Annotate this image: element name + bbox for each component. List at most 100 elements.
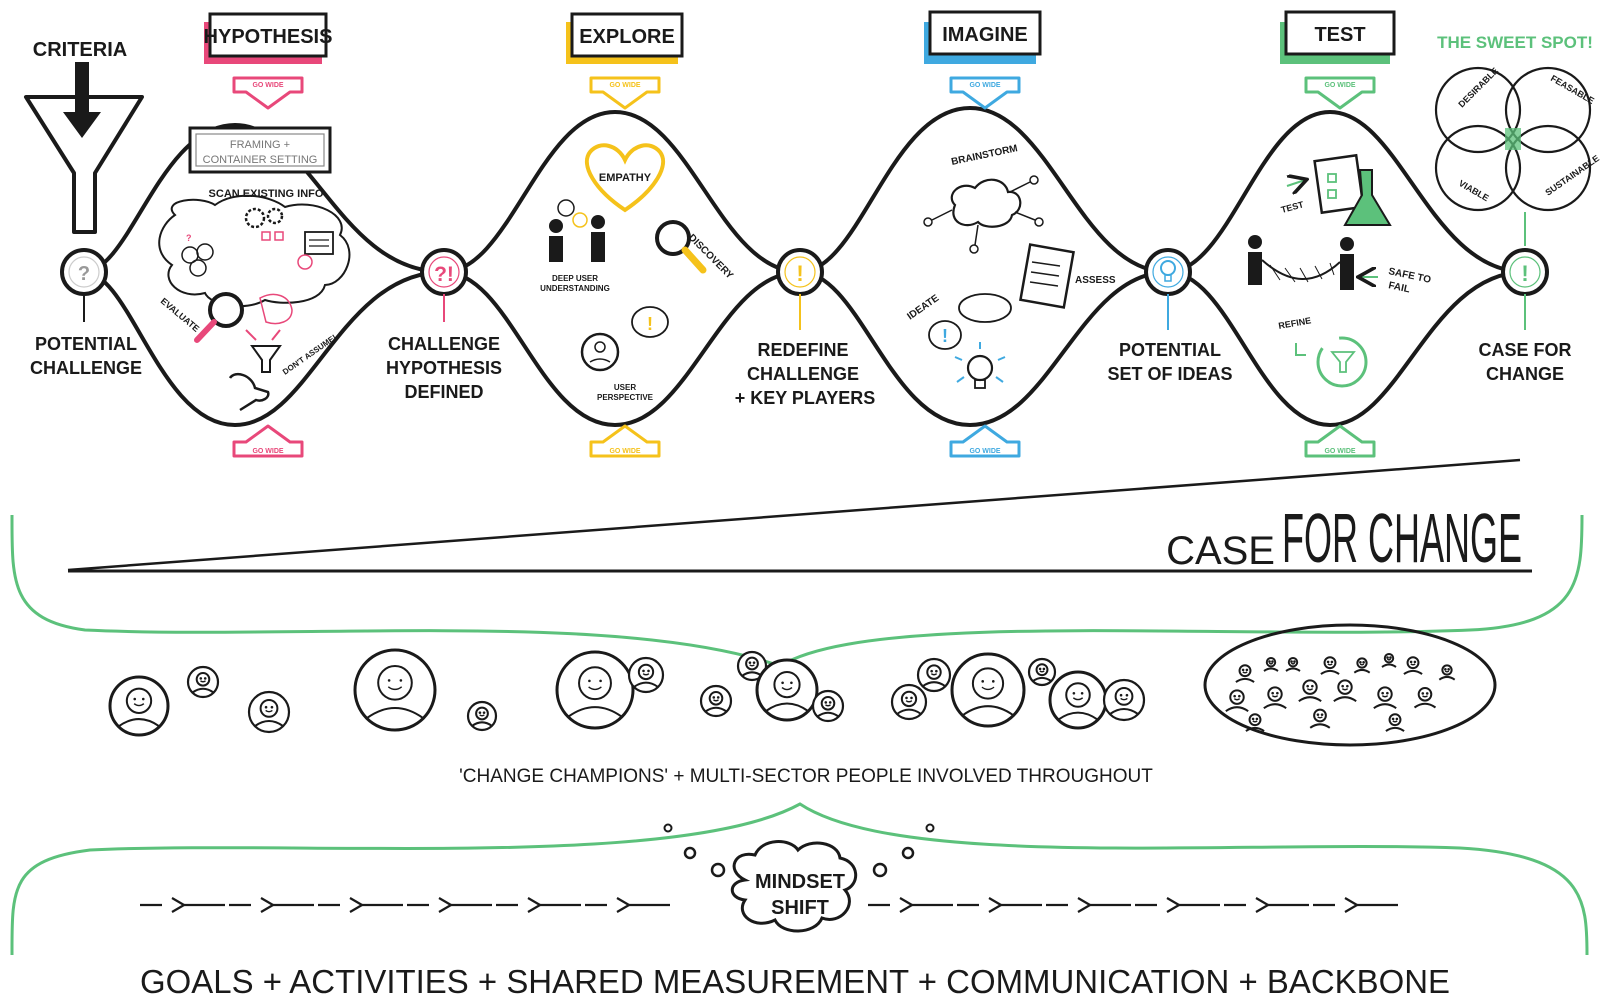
venn-label-desirable: DESIRABLE xyxy=(1456,66,1500,110)
go-wide-arrow-hypothesis-down: GO WIDE xyxy=(232,424,304,458)
dashed-arrows-right xyxy=(868,897,1398,913)
go-wide-arrow-explore-down: GO WIDE xyxy=(589,424,661,458)
bottom-brace xyxy=(10,802,1589,956)
phase-header-test: TEST xyxy=(1280,10,1396,64)
sweet-spot-title: THE SWEET SPOT! xyxy=(1437,33,1593,52)
go-wide-label: GO WIDE xyxy=(609,448,640,455)
node-redefine-challenge: ! REDEFINE CHALLENGE + KEY PLAYERS xyxy=(735,248,876,408)
person-icon xyxy=(1381,653,1397,668)
phase-title-hypothesis: HYPOTHESIS xyxy=(204,26,333,48)
phase-title-imagine: IMAGINE xyxy=(942,24,1028,46)
person-icon xyxy=(1235,664,1255,683)
person-icon xyxy=(1102,678,1146,722)
sweet-spot: THE SWEET SPOT! DESIRABLE FEASABLE VIABL… xyxy=(1434,33,1601,246)
refine-label: REFINE xyxy=(1278,315,1312,331)
explore-content: EMPATHY DISCOVERY DEEP USER UNDERSTANDIN… xyxy=(540,143,735,402)
hypothesis-content: FRAMING + CONTAINER SETTING SCAN EXISTIN… xyxy=(158,126,351,412)
evaluate-label: EVALUATE xyxy=(159,296,202,334)
challenge-hypothesis-line2: HYPOTHESIS xyxy=(386,358,502,378)
person-icon xyxy=(1403,656,1423,675)
newspaper-icon xyxy=(304,231,334,255)
node-potential-ideas: POTENTIAL SET OF IDEAS xyxy=(1107,248,1233,384)
venn-label-sustainable: SUSTAINABLE xyxy=(1543,153,1601,198)
sweet-spot-center xyxy=(1505,128,1521,150)
person-icon xyxy=(1027,657,1057,687)
node-challenge-hypothesis: ?! CHALLENGE HYPOTHESIS DEFINED xyxy=(386,248,502,402)
phase-title-test: TEST xyxy=(1314,24,1365,46)
cloud-icon xyxy=(158,194,351,308)
person-icon xyxy=(627,656,665,694)
ideate-label: IDEATE xyxy=(905,293,941,323)
go-wide-label: GO WIDE xyxy=(252,82,283,89)
user-perspective-label-2: PERSPECTIVE xyxy=(597,393,654,402)
imagine-content: BRAINSTORM ASSESS IDEATE ! xyxy=(905,143,1116,389)
venn-label-viable: VIABLE xyxy=(1457,178,1491,203)
challenge-hypothesis-line1: CHALLENGE xyxy=(388,334,500,354)
node-case-for-change: ! CASE FOR CHANGE xyxy=(1478,248,1572,384)
person-icon xyxy=(186,665,220,699)
go-wide-arrow-test-up: GO WIDE xyxy=(1304,76,1376,110)
funnel-icon xyxy=(24,95,144,234)
globe-icon xyxy=(297,254,313,270)
person-icon xyxy=(755,658,819,722)
person-icon xyxy=(736,650,768,682)
person-icon xyxy=(1285,657,1301,672)
framing-box xyxy=(188,126,332,174)
go-wide-label: GO WIDE xyxy=(1324,448,1355,455)
svg-text:?: ? xyxy=(186,233,192,243)
person-icon xyxy=(1263,686,1287,710)
case-for-change-wedge: CASE FOR CHANGE xyxy=(67,458,1532,577)
person-icon xyxy=(699,684,733,718)
svg-text:!: ! xyxy=(942,326,948,346)
brain-icon xyxy=(259,293,293,325)
person-icon xyxy=(950,652,1026,728)
person-icon xyxy=(108,675,170,737)
node-mark-exclaim-test: ! xyxy=(1521,261,1528,286)
checklist-icon xyxy=(1313,153,1365,215)
phase-header-hypothesis: HYPOTHESIS xyxy=(204,12,333,64)
node-mark-exclaim-explore: ! xyxy=(796,261,803,286)
mindset-shift: MINDSET SHIFT xyxy=(140,823,1398,933)
framing-label-2: CONTAINER SETTING xyxy=(203,154,318,166)
refine-arrow-icon xyxy=(1295,343,1306,356)
person-icon xyxy=(1298,679,1322,703)
lightbulb-icon xyxy=(966,354,994,382)
people-talking-icon xyxy=(549,199,605,262)
user-perspective-label: USER xyxy=(614,383,636,392)
safety-net-icon xyxy=(1248,235,1354,290)
person-icon xyxy=(1385,713,1405,732)
person-icon xyxy=(466,700,498,732)
case-node-line1: CASE FOR xyxy=(1478,340,1571,360)
person-icon xyxy=(1438,664,1456,681)
small-funnel-icon xyxy=(250,345,282,373)
person-icon xyxy=(247,690,291,734)
user-face-icon xyxy=(580,332,620,372)
gear-icon xyxy=(244,207,266,229)
idea-bubble-icon xyxy=(958,293,1012,323)
person-icon xyxy=(1333,679,1357,703)
phase-header-explore: EXPLORE xyxy=(566,12,684,64)
potential-challenge-line2: CHALLENGE xyxy=(30,358,142,378)
dashed-arrows-left xyxy=(140,897,670,913)
phase-header-imagine: IMAGINE xyxy=(924,10,1042,64)
heart-icon xyxy=(584,143,666,213)
potential-ideas-line1: POTENTIAL xyxy=(1119,340,1221,360)
node-mark-interrobang: ?! xyxy=(434,263,454,286)
person-icon xyxy=(1353,657,1371,674)
venn-circle-feasable xyxy=(1504,66,1592,154)
case-big-text: FOR CHANGE xyxy=(1282,499,1522,577)
node-potential-challenge: ? POTENTIAL CHALLENGE xyxy=(30,248,142,378)
crowd-ellipse xyxy=(1203,623,1497,747)
people-row xyxy=(108,648,1456,737)
redefine-line3: + KEY PLAYERS xyxy=(735,388,876,408)
redefine-line1: REDEFINE xyxy=(757,340,848,360)
svg-text:!: ! xyxy=(647,314,653,334)
person-icon xyxy=(353,648,437,732)
person-icon xyxy=(1245,713,1265,732)
go-wide-label: GO WIDE xyxy=(969,82,1000,89)
person-icon xyxy=(1320,656,1340,675)
magnifier-icon xyxy=(208,292,244,328)
test-content: TEST SAFE TO FAIL REFINE xyxy=(1248,153,1432,388)
thought-cloud-icon xyxy=(730,840,858,933)
